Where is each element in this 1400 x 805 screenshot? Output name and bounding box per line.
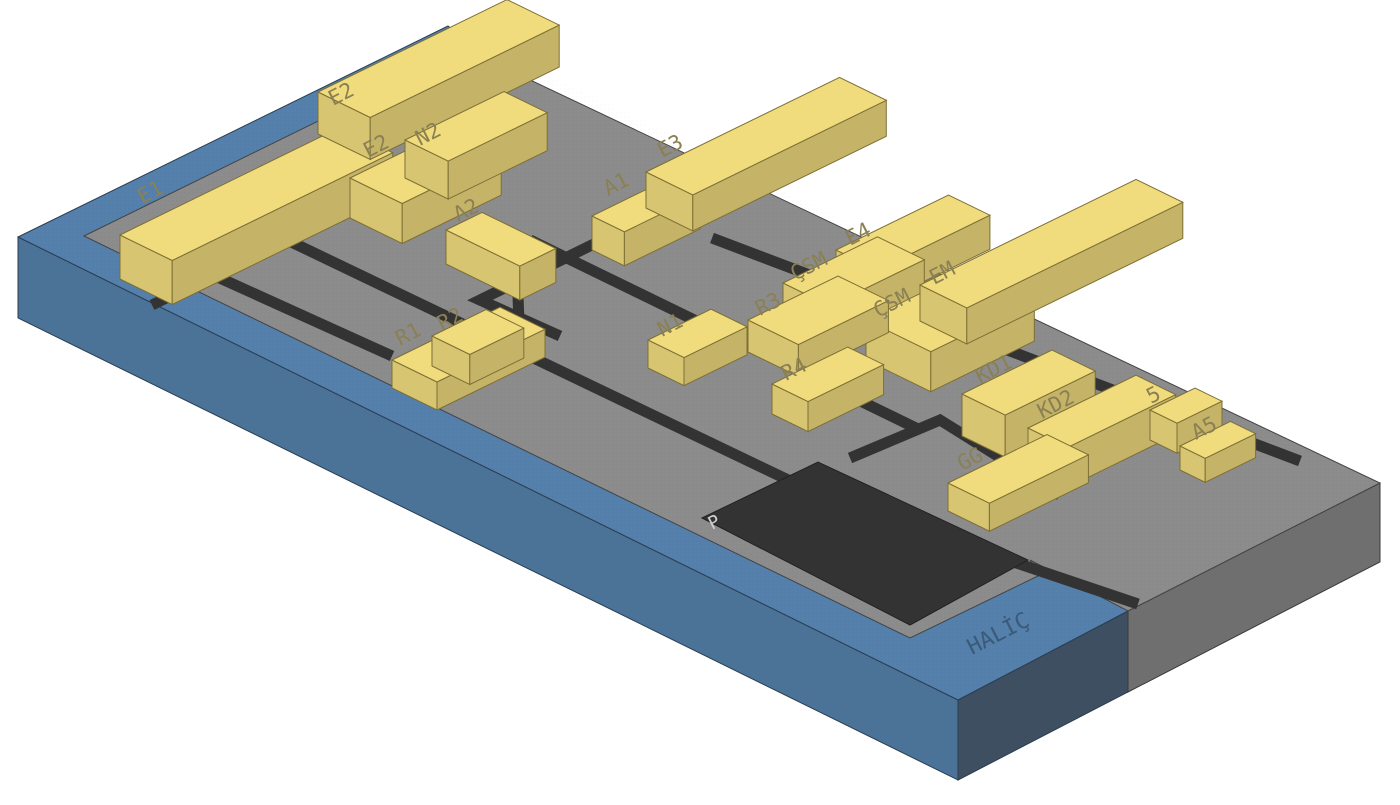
building-a2 (444, 211, 557, 301)
building-e2-north (316, 0, 561, 161)
buildings (118, 0, 1257, 533)
building-a5-roof (1178, 420, 1257, 459)
building-r3 (746, 275, 890, 378)
building-e1 (118, 126, 394, 306)
building-a5-partial-roof (1148, 387, 1224, 424)
building-a5-partial (1148, 387, 1224, 455)
building-gg-roof (946, 434, 1090, 504)
building-kd1-roof (960, 349, 1097, 416)
parking-area (700, 461, 1030, 626)
building-n2-roof (403, 91, 549, 162)
building-a2-roof (444, 211, 557, 267)
building-em-roof (918, 178, 1184, 309)
building-a5 (1178, 420, 1257, 484)
building-r2 (430, 309, 525, 386)
building-r3-roof (746, 275, 890, 346)
building-em (918, 178, 1184, 345)
building-gg (946, 434, 1090, 533)
building-e3 (644, 76, 888, 232)
building-n1-roof (646, 308, 749, 359)
building-r4 (770, 346, 885, 433)
building-r2-roof (430, 309, 525, 356)
building-n2 (403, 91, 549, 200)
building-e1-roof (118, 126, 394, 262)
building-e3-roof (644, 76, 888, 196)
building-r4-roof (770, 346, 885, 403)
building-n1 (646, 308, 749, 387)
building-e2-north-roof (316, 0, 561, 119)
